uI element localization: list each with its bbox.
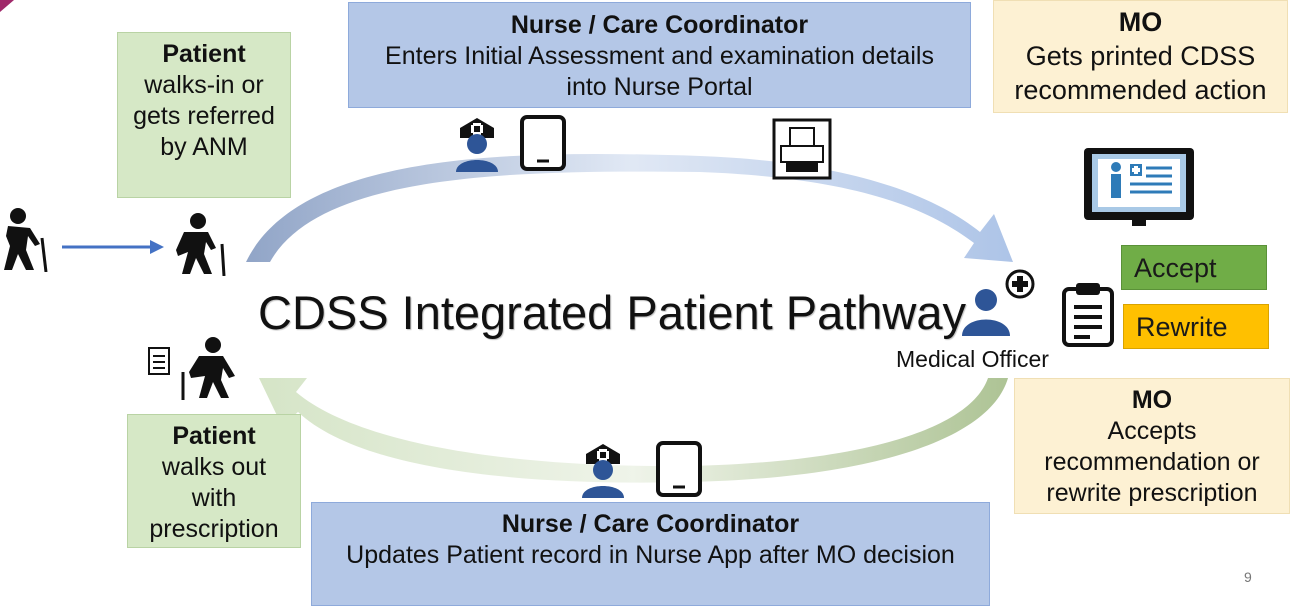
elderly-patient-icon (176, 213, 226, 276)
mo-bottom-line: recommendation or (1044, 448, 1260, 476)
bottom-flow-arrow (259, 378, 1008, 483)
doctor-icon (962, 269, 1035, 336)
nurse-icon (582, 444, 624, 498)
mo-bottom-title: MO (1131, 386, 1173, 414)
printer-icon (772, 118, 832, 180)
mo-bottom-line: Accepts (1107, 417, 1197, 445)
elderly-patient-icon (4, 208, 48, 272)
elderly-patient-with-prescription-icon (148, 337, 235, 400)
monitor-record-icon (1084, 148, 1194, 226)
patient-walk-out-box: Patient walks out with prescription (127, 414, 301, 548)
mo-bottom-line: rewrite prescription (1046, 479, 1258, 507)
nurse-top-title: Nurse / Care Coordinator (510, 11, 809, 39)
mo-printed-action-box: MO Gets printed CDSS recommended action (993, 0, 1288, 113)
diagram-title: CDSS Integrated Patient Pathway (258, 286, 967, 339)
mo-top-line: recommended action (1014, 75, 1267, 105)
medical-officer-label: Medical Officer (896, 346, 1049, 372)
nurse-top-line: Enters Initial Assessment and examinatio… (385, 42, 934, 70)
nurse-update-box: Nurse / Care Coordinator Updates Patient… (311, 502, 990, 606)
patient-in-title: Patient (162, 40, 246, 68)
patient-out-line: with (191, 484, 237, 512)
nurse-bottom-title: Nurse / Care Coordinator (501, 510, 800, 538)
patient-out-line: walks out (161, 453, 267, 481)
nurse-top-line: into Nurse Portal (566, 73, 753, 101)
patient-in-line: by ANM (160, 133, 248, 161)
patient-walk-in-box: Patient walks-in or gets referred by ANM (117, 32, 291, 198)
patient-out-line: prescription (149, 515, 279, 543)
corner-decoration (0, 0, 14, 12)
tablet-icon (520, 115, 566, 171)
nurse-assessment-box: Nurse / Care Coordinator Enters Initial … (348, 2, 971, 108)
accept-button[interactable]: Accept (1121, 245, 1267, 290)
nurse-bottom-line: Updates Patient record in Nurse App afte… (346, 541, 955, 569)
page-number: 9 (1244, 569, 1252, 585)
mo-top-line: Gets printed CDSS (1025, 41, 1256, 71)
mo-top-title: MO (1118, 7, 1163, 37)
tablet-icon (656, 441, 702, 497)
mo-decision-box: MO Accepts recommendation or rewrite pre… (1014, 378, 1290, 514)
patient-in-line: walks-in or (144, 71, 264, 99)
nurse-icon (456, 118, 498, 172)
patient-in-line: gets referred (133, 102, 275, 130)
clipboard-icon (1062, 283, 1114, 347)
top-flow-arrow (246, 153, 1013, 262)
patient-out-title: Patient (172, 422, 256, 450)
rewrite-button[interactable]: Rewrite (1123, 304, 1269, 349)
